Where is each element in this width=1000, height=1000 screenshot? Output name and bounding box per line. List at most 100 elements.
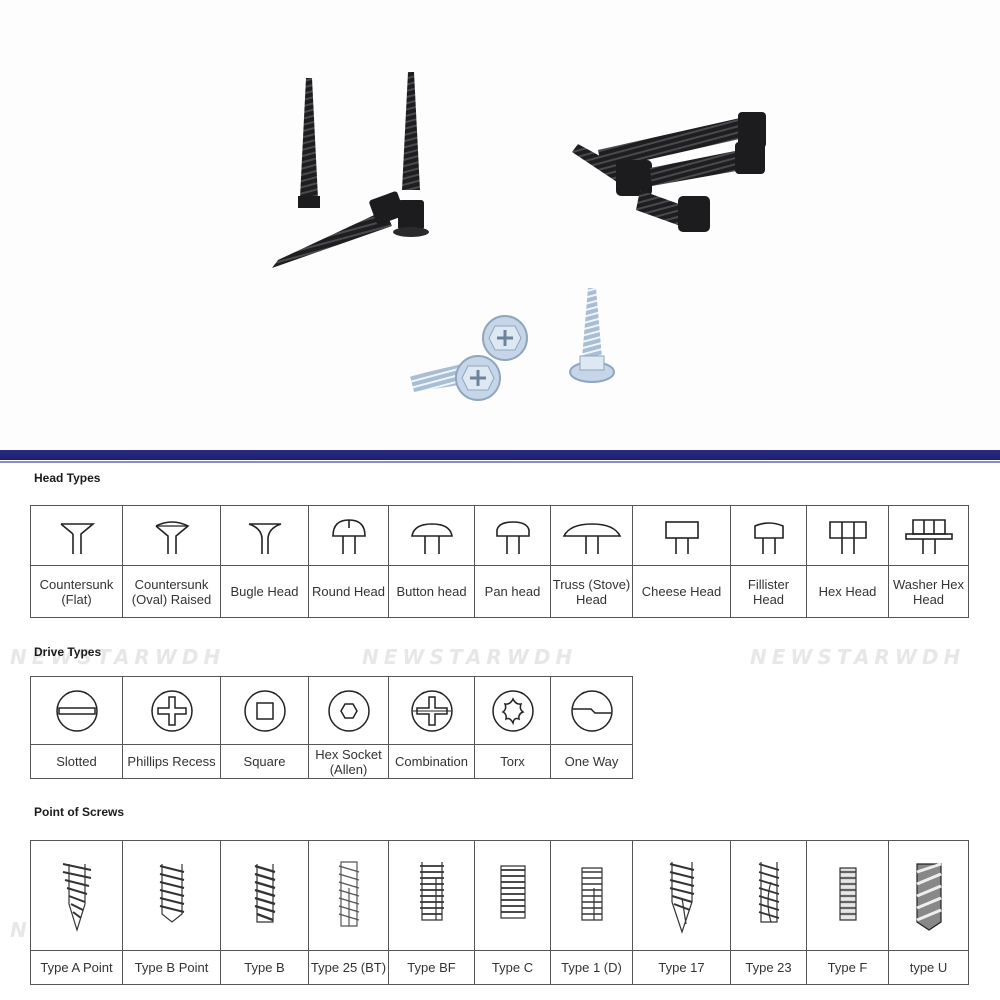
torx-drive-icon	[491, 689, 534, 732]
point-cell	[632, 840, 731, 951]
points-title: Point of Screws	[34, 805, 125, 819]
drive-cell	[122, 676, 221, 745]
head-cell	[632, 505, 731, 566]
head-cell	[474, 505, 551, 566]
type-b-point-icon	[159, 863, 184, 923]
point-cell	[550, 840, 633, 951]
point-label: Type BF	[388, 950, 475, 985]
head-label: Bugle Head	[220, 565, 309, 618]
drive-label: Torx	[474, 744, 551, 779]
divider-band	[0, 450, 1000, 463]
drive-types-table: Slotted Phillips Recess Square Hex Socke…	[30, 676, 633, 779]
button-head-icon	[410, 522, 453, 554]
head-label: Washer Hex Head	[888, 565, 969, 618]
type-u-icon	[915, 862, 942, 931]
screws-photo-illustration	[272, 72, 766, 401]
point-label: Type 17	[632, 950, 731, 985]
type-1-icon	[580, 866, 603, 921]
countersunk-oval-icon	[154, 520, 189, 554]
black-screw-group-right	[572, 112, 766, 232]
drive-cell	[308, 676, 389, 745]
hex-head-icon	[828, 520, 867, 554]
head-label: Round Head	[308, 565, 389, 618]
head-cell	[550, 505, 633, 566]
square-drive-icon	[243, 689, 286, 732]
type-17-icon	[669, 861, 694, 934]
round-head-icon	[331, 518, 366, 554]
head-cell	[308, 505, 389, 566]
point-cell	[122, 840, 221, 951]
head-label: Button head	[388, 565, 475, 618]
drive-label: Square	[220, 744, 309, 779]
drive-types-title: Drive Types	[34, 645, 102, 659]
head-label: Countersunk (Oval) Raised	[122, 565, 221, 618]
head-cell	[220, 505, 309, 566]
head-label: Fillister Head	[730, 565, 807, 618]
point-label: Type A Point	[30, 950, 123, 985]
drive-cell	[220, 676, 309, 745]
watermark-text: NEWSTARWDH	[10, 645, 226, 669]
head-cell	[730, 505, 807, 566]
head-label: Countersunk (Flat)	[30, 565, 123, 618]
head-label: Pan head	[474, 565, 551, 618]
combination-drive-icon	[410, 689, 453, 732]
hex-socket-drive-icon	[327, 689, 370, 732]
pan-head-icon	[495, 520, 530, 554]
product-photo	[0, 0, 1000, 450]
point-label: type U	[888, 950, 969, 985]
drive-label: Slotted	[30, 744, 123, 779]
one-way-drive-icon	[570, 689, 613, 732]
drive-cell	[550, 676, 633, 745]
head-label: Hex Head	[806, 565, 889, 618]
points-table: Type A Point Type B Point Type B Type 25…	[30, 840, 969, 985]
fillister-head-icon	[753, 521, 784, 554]
drive-cell	[474, 676, 551, 745]
type-b-icon	[254, 863, 275, 923]
drive-label: One Way	[550, 744, 633, 779]
point-cell	[806, 840, 889, 951]
point-label: Type B	[220, 950, 309, 985]
point-label: Type B Point	[122, 950, 221, 985]
type-c-icon	[499, 864, 526, 919]
head-types-title: Head Types	[34, 471, 101, 485]
type-bf-icon	[419, 861, 444, 921]
point-cell	[308, 840, 389, 951]
slotted-drive-icon	[55, 689, 98, 732]
head-cell	[888, 505, 969, 566]
washer-hex-head-icon	[904, 518, 953, 554]
drive-label: Combination	[388, 744, 475, 779]
countersunk-flat-icon	[59, 522, 95, 554]
type-a-point-icon	[62, 862, 91, 932]
point-cell	[474, 840, 551, 951]
drive-label: Phillips Recess	[122, 744, 221, 779]
type-f-icon	[838, 866, 857, 921]
point-label: Type C	[474, 950, 551, 985]
head-label: Truss (Stove) Head	[550, 565, 633, 618]
drive-cell	[30, 676, 123, 745]
head-cell	[388, 505, 475, 566]
point-cell	[888, 840, 969, 951]
head-label: Cheese Head	[632, 565, 731, 618]
truss-head-icon	[562, 522, 621, 554]
bugle-head-icon	[248, 522, 281, 554]
type-23-icon	[758, 861, 779, 923]
point-cell	[220, 840, 309, 951]
zinc-screw-group	[410, 288, 615, 401]
point-label: Type F	[806, 950, 889, 985]
type-25-icon	[338, 860, 359, 927]
cheese-head-icon	[664, 520, 699, 554]
point-label: Type 23	[730, 950, 807, 985]
head-cell	[806, 505, 889, 566]
head-types-table: Countersunk (Flat) Countersunk (Oval) Ra…	[30, 505, 969, 618]
point-label: Type 25 (BT)	[308, 950, 389, 985]
black-screw-group-left	[272, 72, 429, 268]
watermark-text: NEWSTARWDH	[362, 645, 578, 669]
drive-cell	[388, 676, 475, 745]
phillips-drive-icon	[150, 689, 193, 732]
drive-label: Hex Socket (Allen)	[308, 744, 389, 779]
head-cell	[30, 505, 123, 566]
point-cell	[730, 840, 807, 951]
point-cell	[30, 840, 123, 951]
head-cell	[122, 505, 221, 566]
point-cell	[388, 840, 475, 951]
